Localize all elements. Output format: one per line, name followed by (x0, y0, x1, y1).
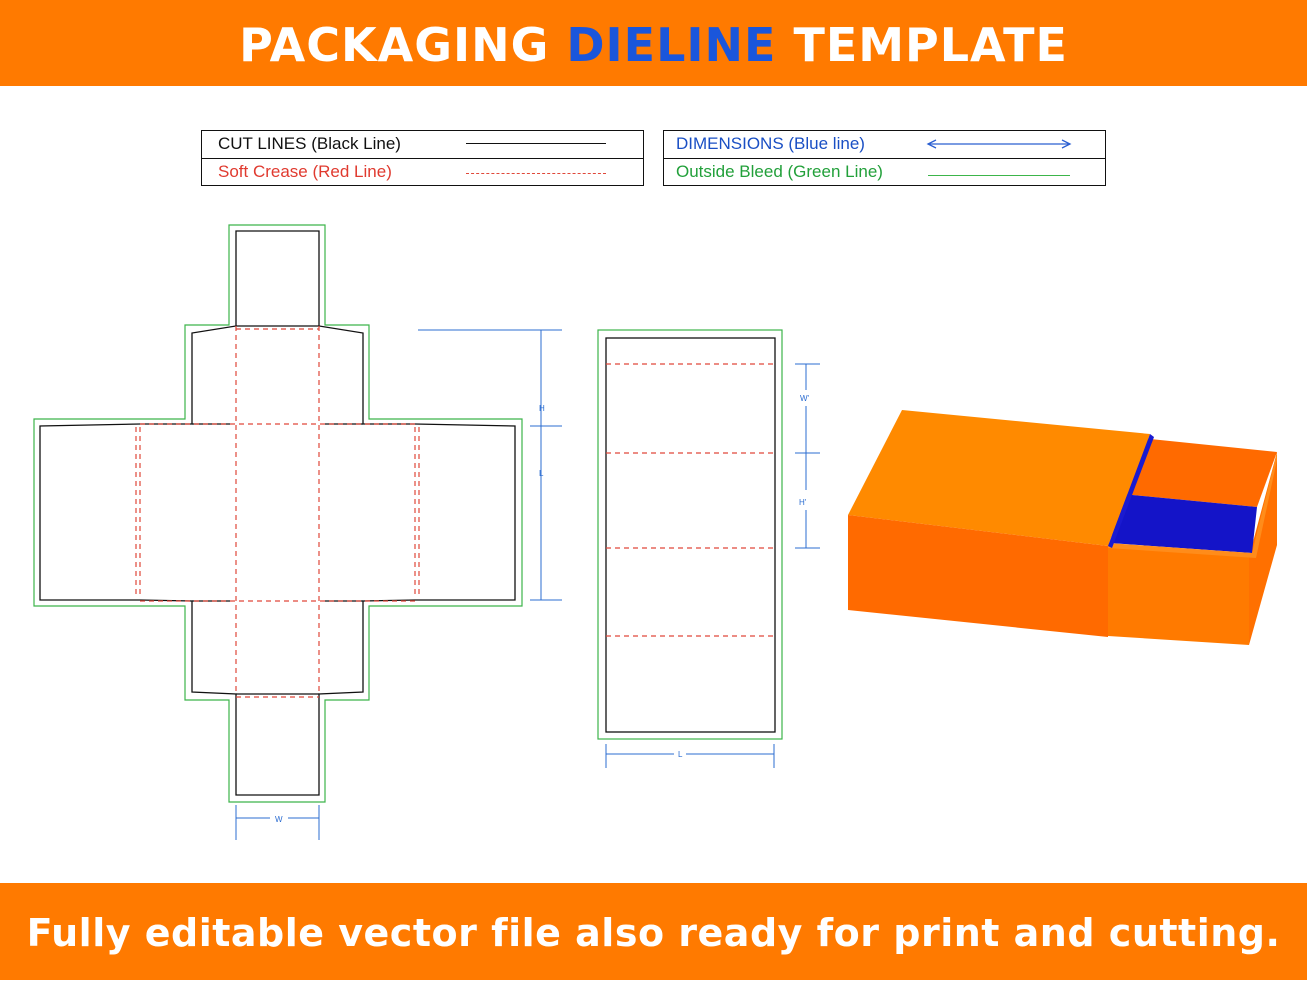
tray-height-label: H (539, 404, 545, 413)
legend-cut-line (466, 143, 606, 144)
tray-width-label: W (275, 815, 283, 824)
legend-box-right: DIMENSIONS (Blue line) Outside Bleed (Gr… (663, 130, 1106, 186)
legend-row-bleed: Outside Bleed (Green Line) (664, 158, 1105, 185)
footer-text: Fully editable vector file also ready fo… (26, 911, 1281, 955)
tray-crease-lines (135, 326, 420, 698)
sleeve-bleed-outline (597, 329, 783, 740)
legend-row-cut: CUT LINES (Black Line) (202, 131, 643, 158)
tray-bleed-outline (33, 224, 523, 803)
legend-dimensions-label: DIMENSIONS (Blue line) (676, 134, 865, 153)
sleeve-dimensions (605, 363, 820, 768)
sleeve-dieline: W' H' L (597, 329, 820, 768)
title-accent: DIELINE (566, 18, 777, 72)
header-banner: PACKAGING DIELINE TEMPLATE (0, 0, 1307, 86)
sleeve-length-label: L (678, 750, 683, 759)
legend-cut-label: CUT LINES (Black Line) (218, 134, 401, 153)
title-part-1: PACKAGING (239, 18, 567, 72)
legend-crease-label: Soft Crease (Red Line) (218, 162, 392, 181)
legend-crease-line (466, 173, 606, 174)
sleeve-crease-lines (606, 363, 775, 637)
legend-box-left: CUT LINES (Black Line) Soft Crease (Red … (201, 130, 644, 186)
sleeve-height-label: H' (799, 498, 807, 507)
drawer-inner-wall (1122, 438, 1277, 507)
drawer-inner-floor (1110, 494, 1257, 553)
tray-dimensions (235, 329, 562, 840)
drawer-rim (1108, 452, 1277, 558)
sleeve-top-face (848, 410, 1150, 546)
sleeve-width-label: W' (800, 394, 810, 403)
box-mockup (848, 410, 1277, 645)
sleeve-front-face (848, 515, 1108, 637)
title-part-2: TEMPLATE (776, 18, 1068, 72)
tray-dieline: H L W (33, 224, 562, 840)
sleeve-cut-outline (605, 337, 776, 733)
sleeve-edge-shadow (1108, 434, 1154, 548)
drawer-end-face (1108, 546, 1249, 645)
legend-bleed-label: Outside Bleed (Green Line) (676, 162, 883, 181)
tray-length-label: L (539, 469, 544, 478)
tray-flap-cuts (192, 325, 363, 695)
legend-row-dimensions: DIMENSIONS (Blue line) (664, 131, 1105, 158)
footer-banner: Fully editable vector file also ready fo… (0, 883, 1307, 980)
legend-dimension-arrow (926, 139, 1072, 149)
drawer-side-face (1249, 452, 1277, 645)
legend-bleed-line (928, 175, 1070, 176)
tray-cut-outline (39, 230, 516, 796)
legend-row-crease: Soft Crease (Red Line) (202, 158, 643, 185)
